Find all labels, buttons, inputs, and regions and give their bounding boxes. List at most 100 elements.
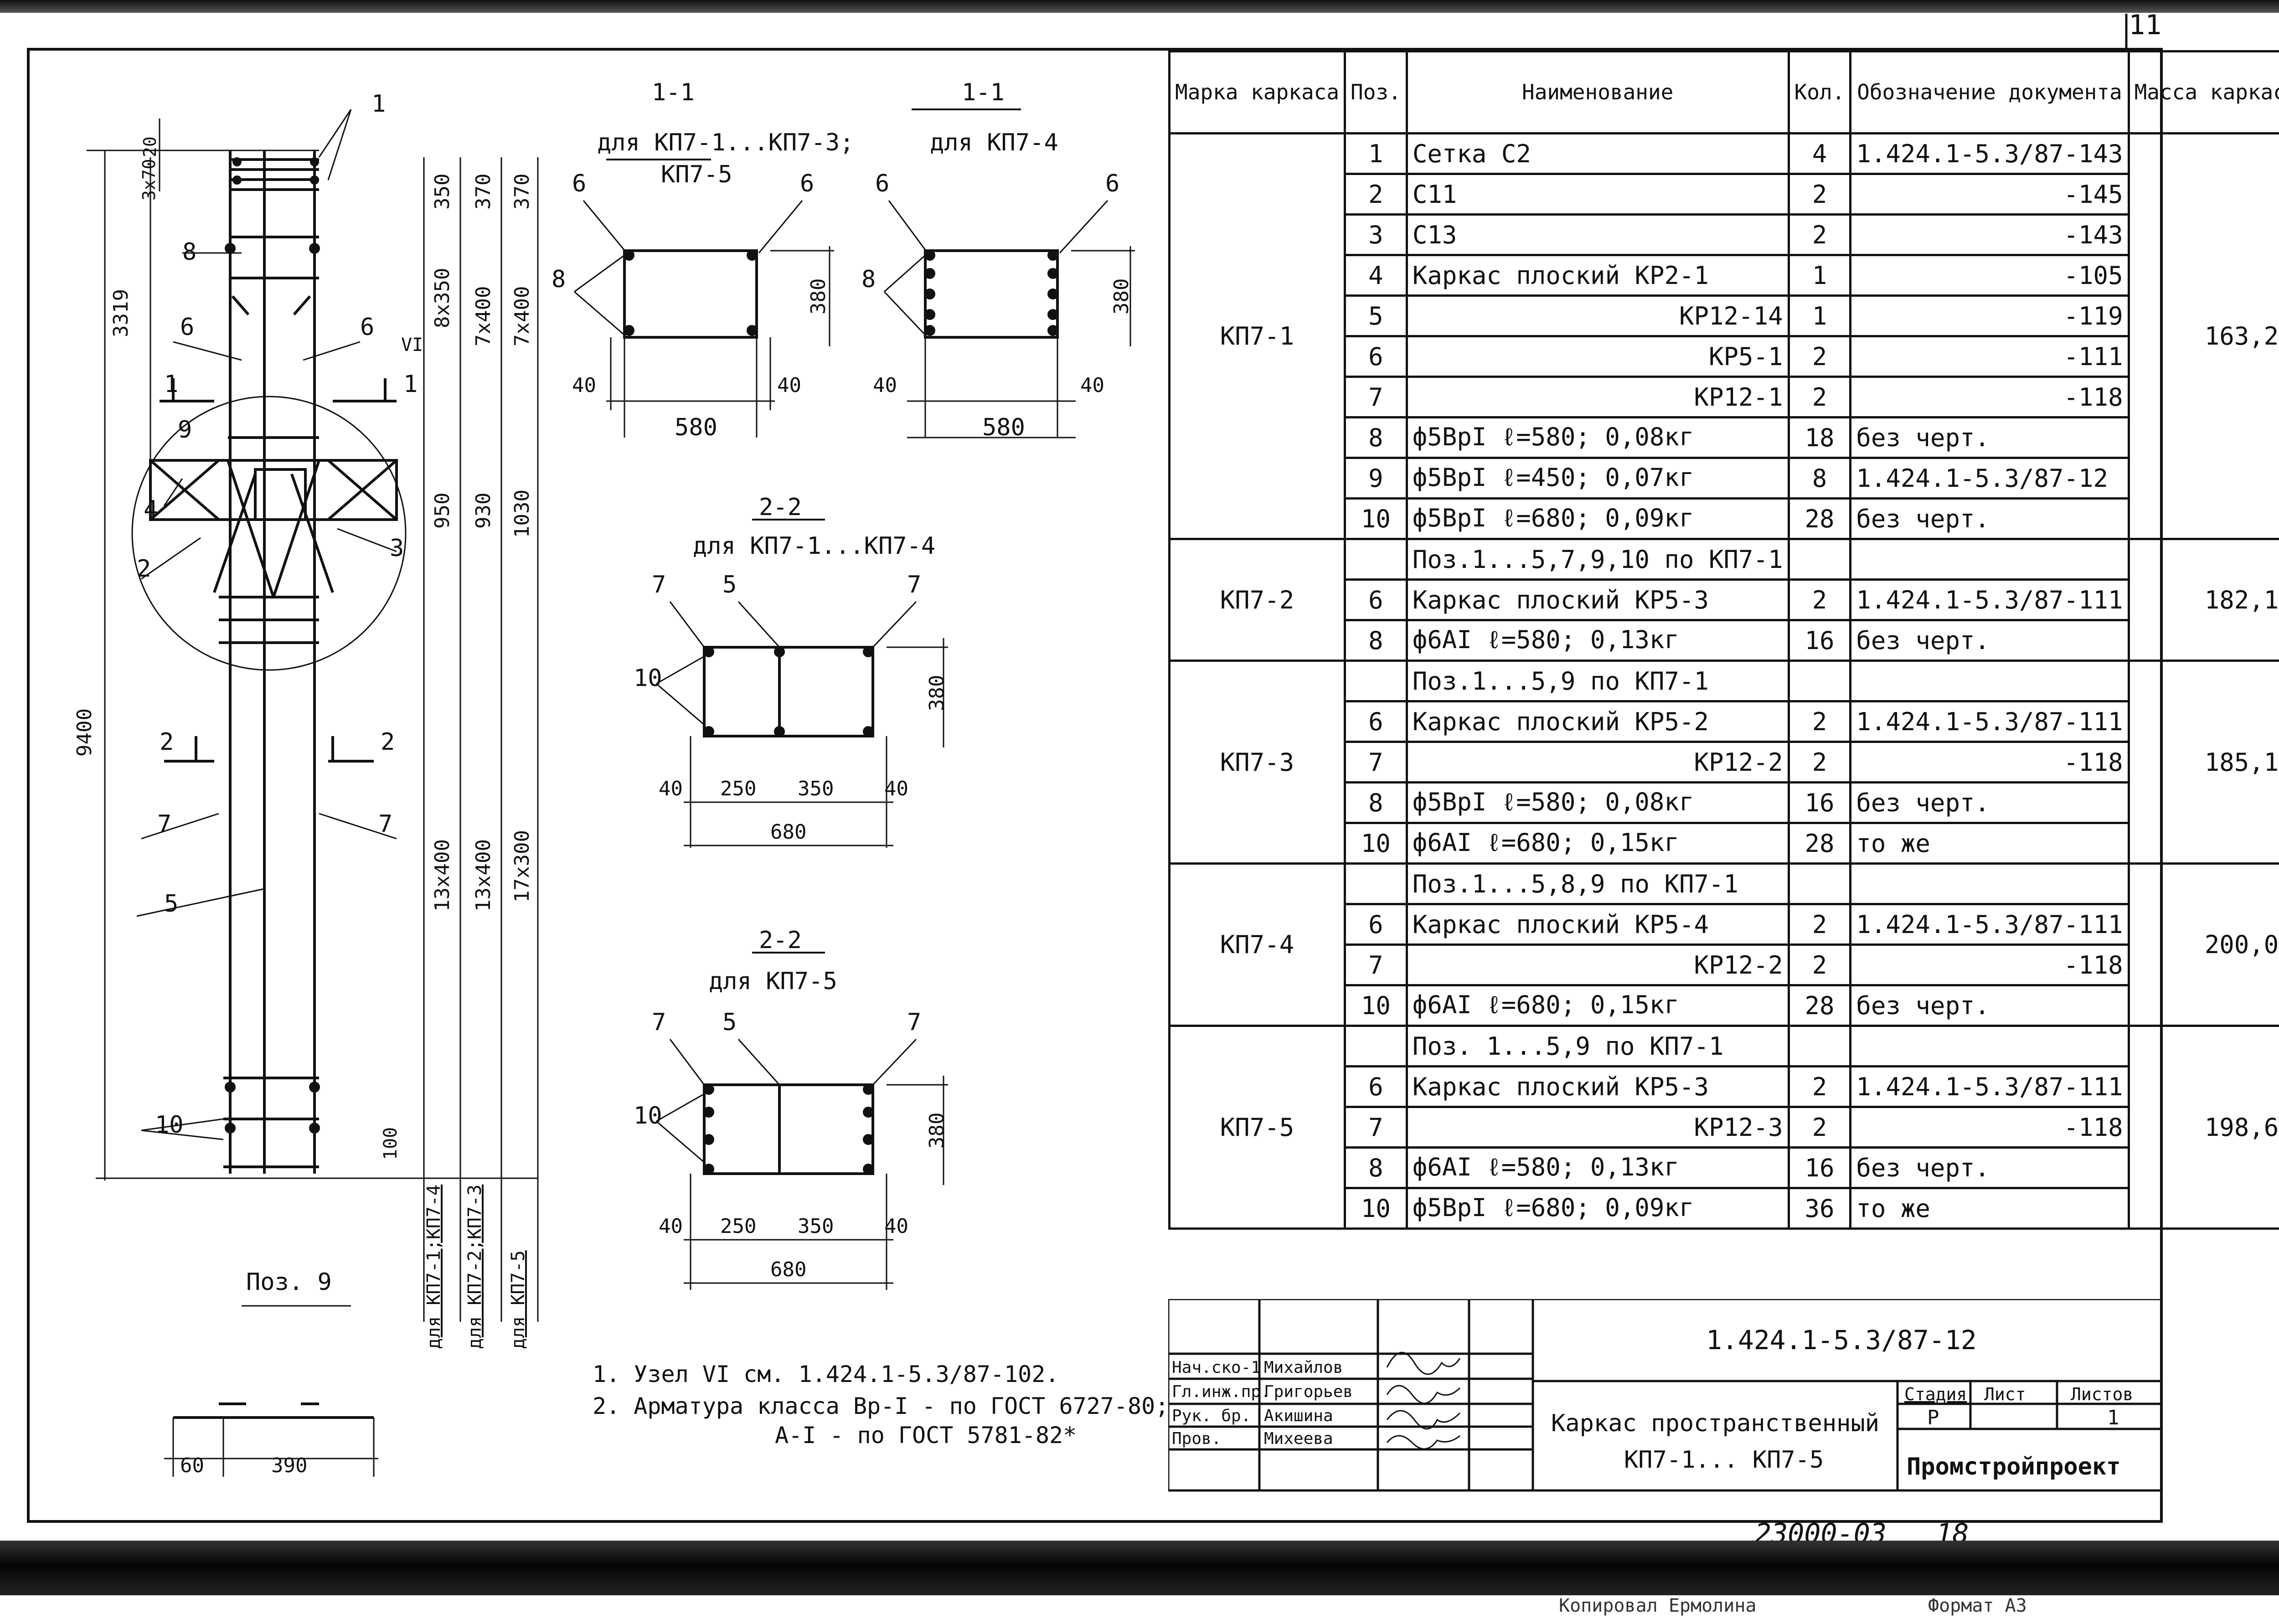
sec11b-dim-40b: 40 (1080, 374, 1104, 397)
callout-6a: 6 (180, 314, 194, 341)
spec-mass: 198,6 (2127, 1025, 2279, 1230)
sheet-corner-number: 11 (2129, 9, 2162, 41)
stamp-role-2: Гл.инж.пр. (1172, 1382, 1271, 1401)
spec-qty: 2 (1787, 1065, 1852, 1108)
spec-qty: 18 (1787, 416, 1852, 459)
elevation-labels: 20 3x70 3319 350 370 370 8x350 7x400 7x4… (73, 90, 534, 1477)
dim-20: 20 (140, 136, 160, 157)
spec-pos: 10 (1344, 984, 1408, 1027)
dim-13x400b: 13x400 (472, 839, 495, 912)
spec-qty (1787, 1025, 1852, 1067)
spec-doc: -118 (1849, 741, 2130, 784)
label-kp71-kp74: для КП7-1;КП7-4 (423, 1185, 444, 1349)
callout-9: 9 (178, 416, 192, 443)
spec-name: Поз.1...5,8,9 по КП7-1 (1405, 862, 1790, 905)
sec11b-callout-6b: 6 (1105, 170, 1119, 197)
stamp-name-1: Михайлов (1264, 1358, 1343, 1377)
spec-qty: 8 (1787, 457, 1852, 500)
node-VI: VI (401, 335, 423, 356)
spec-doc (1849, 660, 2130, 702)
spec-pos: 8 (1344, 416, 1408, 459)
spec-qty: 1 (1787, 294, 1852, 337)
callout-7b: 7 (378, 810, 392, 838)
spec-pos: 6 (1344, 578, 1408, 621)
spec-qty: 2 (1787, 578, 1852, 621)
sec11a-title: 1-1 (652, 79, 695, 106)
dim-9400: 9400 (73, 708, 96, 757)
spec-pos: 6 (1344, 1065, 1408, 1108)
spec-doc: 1.424.1-5.3/87-111 (1849, 903, 2130, 946)
spec-doc: без черт. (1849, 416, 2130, 459)
stamp-title-1: Каркас пространственный (1551, 1410, 1879, 1437)
dim-3x70: 3x70 (139, 159, 159, 201)
col-mark: Марка каркаса (1168, 50, 1346, 134)
stamp-org: Промстройпроект (1907, 1453, 2121, 1480)
callout-10: 10 (155, 1111, 184, 1139)
spec-pos: 7 (1344, 943, 1408, 986)
title-block: Нач.ско-1 Михайлов Гл.инж.пр. Григорьев … (1168, 1299, 2162, 1492)
spec-name: ф6АI ℓ=580; 0,13кг (1405, 1146, 1790, 1189)
sec11b-title: 1-1 (962, 79, 1005, 106)
dim-370b: 370 (510, 174, 534, 210)
spec-doc: -143 (1849, 213, 2130, 256)
dim-370a: 370 (472, 174, 495, 210)
spec-mark: КП7-3 (1168, 660, 1346, 865)
footer-copied: Копировал Ермолина (1559, 1595, 1757, 1616)
spec-pos: 9 (1344, 457, 1408, 500)
spec-pos: 10 (1344, 822, 1408, 865)
stamp-sheets-label: Листов (2071, 1384, 2133, 1404)
sec11a-dim-40a: 40 (572, 374, 596, 397)
spec-doc: 1.424.1-5.3/87-12 (1849, 457, 2130, 500)
spec-pos (1344, 862, 1408, 905)
dim-17x300: 17x300 (510, 830, 534, 902)
sec11b-subtitle: для КП7-4 (930, 129, 1058, 156)
spec-name: ф5ВрI ℓ=580; 0,08кг (1405, 781, 1790, 824)
spec-qty: 2 (1787, 700, 1852, 743)
spec-qty: 2 (1787, 741, 1852, 784)
sec22b-title: 2-2 (759, 927, 802, 954)
spec-pos: 1 (1344, 132, 1408, 175)
spec-doc: -118 (1849, 1106, 2130, 1149)
sec11a-dim-40b: 40 (777, 374, 801, 397)
spec-pos: 4 (1344, 254, 1408, 297)
spec-qty: 2 (1787, 903, 1852, 946)
notes: 1. Узел VI см. 1.424.1-5.3/87-102. 2. Ар… (593, 1358, 1169, 1422)
scan-edge-bottom (0, 1541, 2279, 1595)
spec-pos: 7 (1344, 741, 1408, 784)
spec-doc: без черт. (1849, 984, 2130, 1027)
spec-name: Поз.1...5,9 по КП7-1 (1405, 660, 1790, 702)
spec-qty: 36 (1787, 1187, 1852, 1230)
spec-mass: 200,0 (2127, 862, 2279, 1027)
spec-name: ф6АI ℓ=680; 0,15кг (1405, 822, 1790, 865)
spec-pos: 10 (1344, 1187, 1408, 1230)
dim-13x400a: 13x400 (431, 839, 454, 912)
col-name: Наименование (1405, 50, 1790, 134)
callout-4: 4 (144, 496, 158, 523)
section-1-1-a-labels: 1-1 для КП7-1...КП7-3; КП7-5 580 40 40 3… (552, 79, 854, 441)
spec-pos (1344, 660, 1408, 702)
sec22b-dim-350: 350 (798, 1215, 834, 1238)
dim-100: 100 (380, 1127, 401, 1160)
specification-table: Марка каркаса Поз. Наименование Кол. Обо… (1168, 50, 2279, 1230)
note-3: А-I - по ГОСТ 5781-82* (775, 1422, 1077, 1449)
stamp-sheets: 1 (2107, 1406, 2119, 1429)
section-2-2-b-labels: 2-2 для КП7-5 40 250 350 40 680 380 7 5 … (634, 927, 949, 1281)
spec-name: КР12-1 (1405, 376, 1790, 418)
dim-3319: 3319 (109, 289, 133, 337)
scan-edge-top (0, 0, 2279, 13)
sec22b-dim-40b: 40 (884, 1215, 908, 1238)
spec-name: КР5-1 (1405, 335, 1790, 378)
sec11a-dim-380: 380 (807, 278, 830, 314)
sec22b-callout-5: 5 (722, 1009, 737, 1036)
